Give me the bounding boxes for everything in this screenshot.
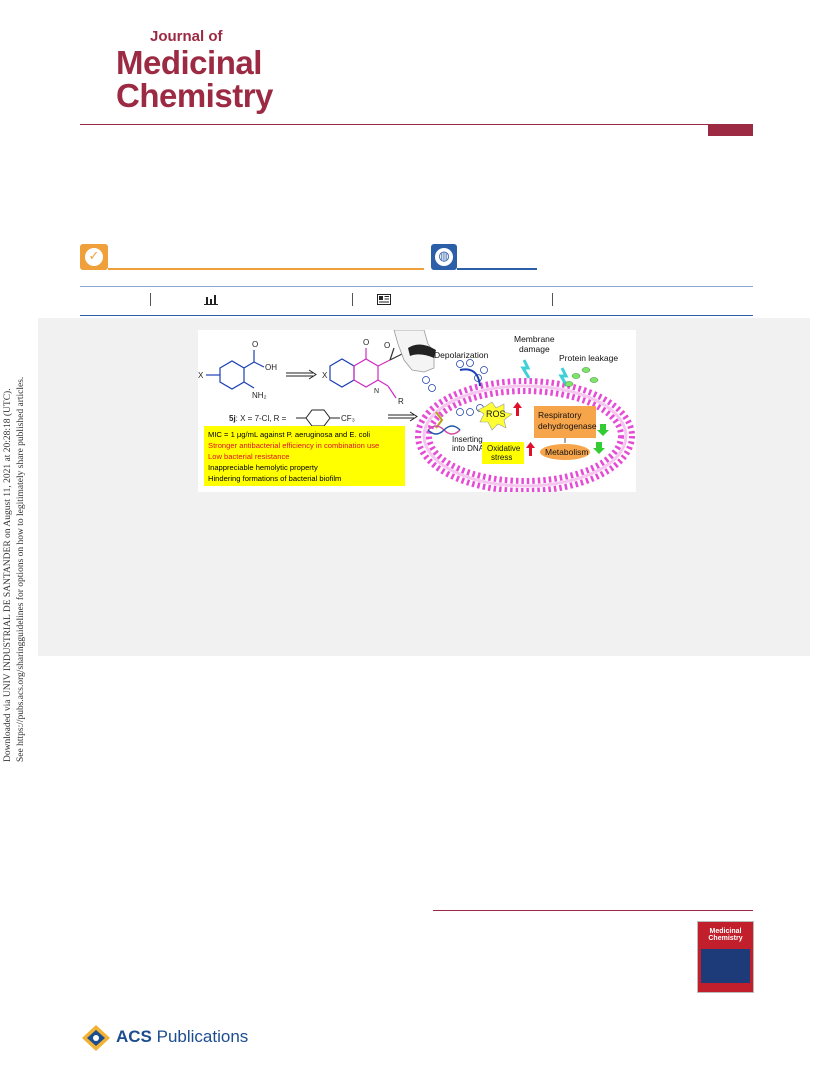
property-line: Low bacterial resistance xyxy=(208,452,289,461)
anthranilic-acid-structure xyxy=(206,350,265,390)
toc-graphic[interactable]: O OH NH₂ X O O S N N xyxy=(198,330,636,492)
chem-label-x: X xyxy=(198,371,204,380)
chem-label-o: O xyxy=(252,340,258,349)
checkmark-icon[interactable]: ✓ xyxy=(80,244,108,270)
globe-icon[interactable]: ◍ xyxy=(431,244,457,270)
lightning-icon xyxy=(558,367,569,387)
mechanism-arrow xyxy=(388,411,418,422)
decrease-arrow xyxy=(597,424,609,436)
label-respiratory-dehydrogenase: Respiratory xyxy=(538,410,582,420)
chem-label-n: N xyxy=(374,388,379,395)
publisher-name[interactable]: ACS Publications xyxy=(116,1027,248,1047)
journal-cover-thumbnail[interactable]: Medicinal Chemistry xyxy=(697,921,754,993)
protein-particles xyxy=(564,367,599,387)
reaction-arrow xyxy=(286,369,317,380)
header-tab xyxy=(708,124,753,136)
svg-text:dehydrogenase: dehydrogenase xyxy=(538,421,597,431)
property-line: Stronger antibacterial efficiency in com… xyxy=(208,441,379,450)
bacterial-membrane xyxy=(415,378,635,492)
chem-label-r: R xyxy=(398,397,404,406)
chem-label-oh: OH xyxy=(265,363,277,372)
label-oxidative-stress: Oxidative xyxy=(487,444,521,453)
label-inserting-dna: Inserting xyxy=(452,435,483,444)
chem-label-o: O xyxy=(363,338,369,347)
download-notice-line2: See https://pubs.acs.org/sharingguidelin… xyxy=(16,376,26,762)
decrease-arrow xyxy=(593,442,605,454)
label-membrane-damage: damage xyxy=(519,344,550,354)
increase-arrow xyxy=(526,442,535,448)
journal-name-line2: Chemistry xyxy=(116,77,273,114)
property-line: Inappreciable hemolytic property xyxy=(208,463,318,472)
oxidative-stress-box xyxy=(482,442,524,464)
gloved-hand-illustration xyxy=(393,330,436,373)
cover-title-line1: Medicinal xyxy=(709,928,742,935)
access-bar-orange xyxy=(108,268,424,270)
label-ros: ROS xyxy=(486,409,506,419)
increase-arrow xyxy=(513,402,522,408)
metrics-separator xyxy=(552,293,553,306)
chem-label-o: O xyxy=(384,341,390,350)
quinazolinone-structure xyxy=(329,358,355,388)
lightning-icon xyxy=(435,411,444,429)
chem-label-x: X xyxy=(322,371,328,380)
access-bar-blue xyxy=(457,268,537,270)
svg-text:into DNA: into DNA xyxy=(452,444,485,453)
publisher-name-rest: Publications xyxy=(151,1027,249,1046)
respiratory-box xyxy=(534,406,596,438)
publisher-name-bold: ACS xyxy=(116,1027,152,1046)
chem-label-nh2: NH₂ xyxy=(252,391,267,400)
acs-logo-icon[interactable] xyxy=(81,1024,111,1052)
metabolism-ellipse xyxy=(540,444,590,460)
bar-chart-icon[interactable] xyxy=(204,294,218,305)
article-icon[interactable] xyxy=(377,294,391,305)
label-protein-leakage: Protein leakage xyxy=(559,353,618,363)
metrics-separator xyxy=(150,293,151,306)
label-membrane-damage: Membrane xyxy=(514,334,555,344)
properties-box xyxy=(204,426,405,486)
properties-list: MIC = 1 μg/mL against P. aeruginosa and … xyxy=(208,430,379,483)
metrics-rule-bottom xyxy=(80,315,753,316)
svg-text:stress: stress xyxy=(491,453,512,462)
footnote-rule xyxy=(433,910,753,911)
journal-name-small: Journal of xyxy=(150,28,223,45)
journal-logo[interactable]: Medicinal Chemistry xyxy=(116,46,273,112)
label-metabolism: Metabolism xyxy=(545,447,588,457)
header-rule xyxy=(80,124,753,125)
metrics-separator xyxy=(352,293,353,306)
property-line: MIC = 1 μg/mL against P. aeruginosa and … xyxy=(208,430,370,439)
label-depolarization: Depolarization xyxy=(434,350,489,360)
journal-name-line1: Medicinal xyxy=(116,44,262,81)
chem-label-cf3: CF₃ xyxy=(341,414,355,423)
compound-label: 5j: X = 7-Cl, R = xyxy=(229,414,287,423)
depolarization-arrow xyxy=(459,368,481,387)
cover-title-line2: Chemistry xyxy=(708,935,743,942)
benzene-substituent xyxy=(296,409,340,427)
download-notice-line1: Downloaded via UNIV INDUSTRIAL DE SANTAN… xyxy=(3,388,13,762)
download-notice: Downloaded via UNIV INDUSTRIAL DE SANTAN… xyxy=(2,332,34,762)
metrics-rule-top xyxy=(80,286,753,287)
ros-burst xyxy=(477,401,513,431)
lightning-icon xyxy=(520,359,531,379)
cover-artwork xyxy=(701,949,750,983)
property-line: Hindering formations of bacterial biofil… xyxy=(208,474,341,483)
